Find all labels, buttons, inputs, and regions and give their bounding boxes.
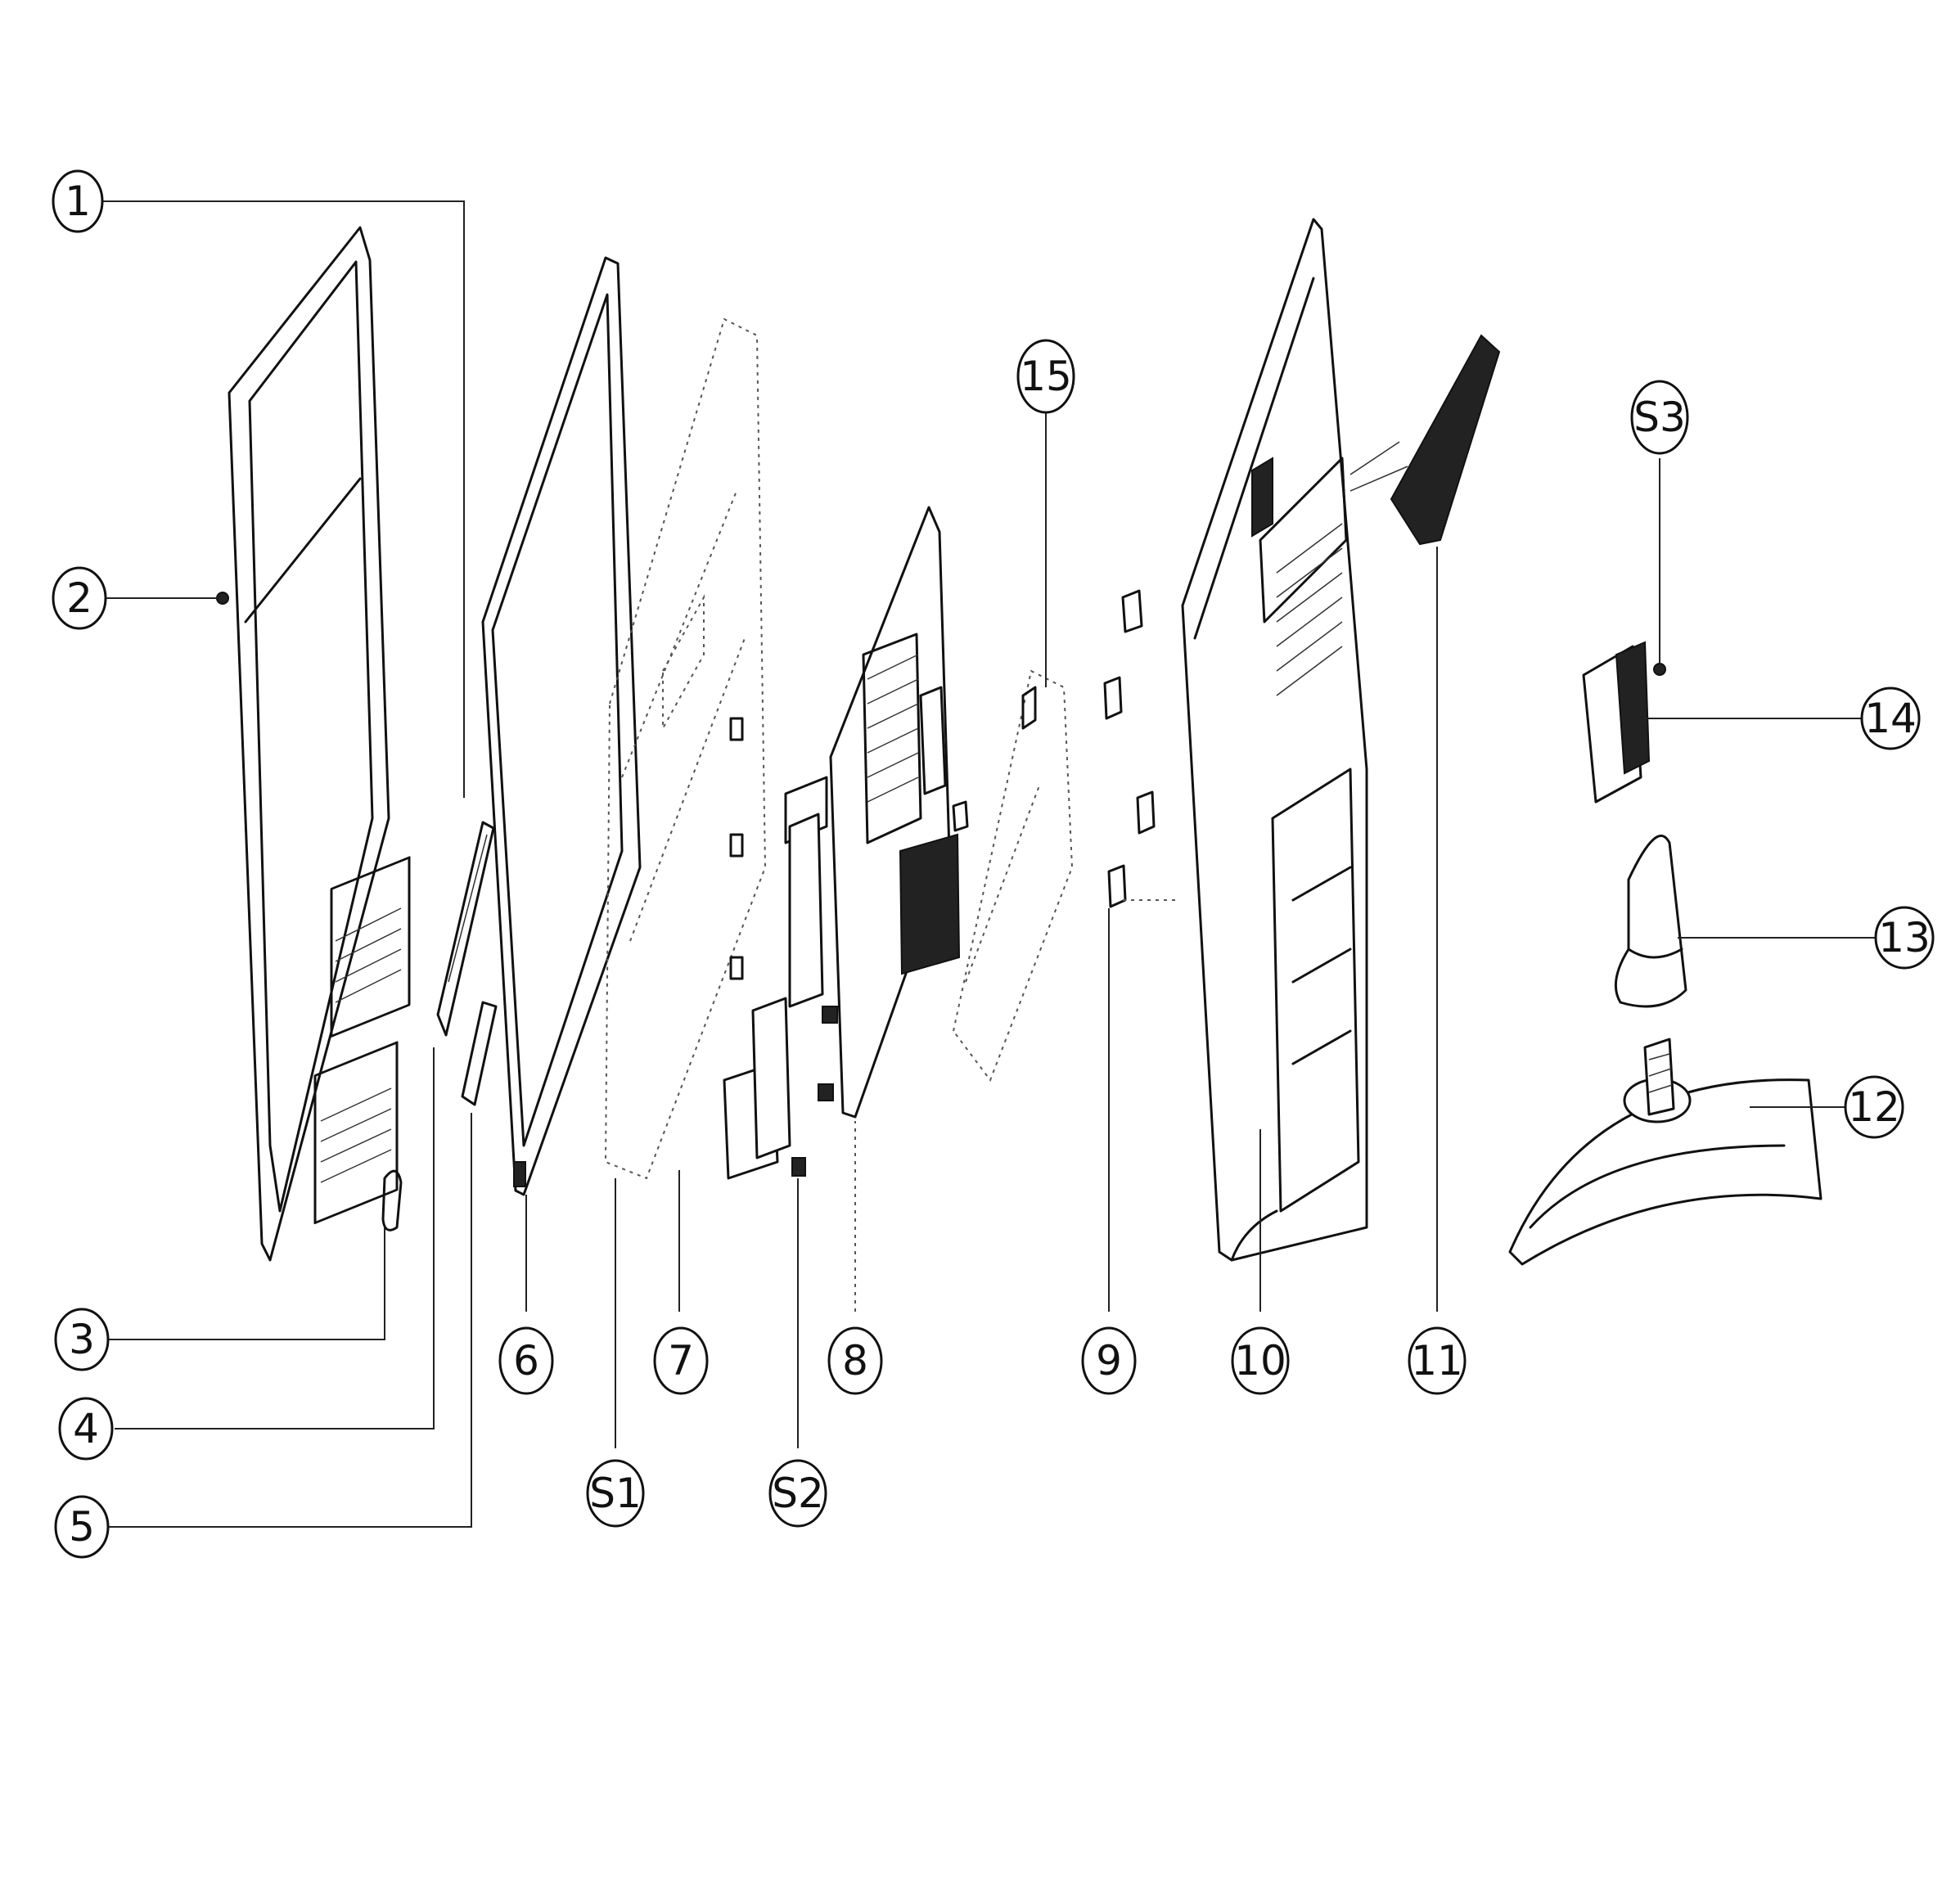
callout-6: 6 bbox=[498, 1326, 554, 1395]
callout-label-11: 11 bbox=[1411, 1337, 1463, 1384]
callout-label-1: 1 bbox=[65, 178, 91, 225]
part-main-board bbox=[723, 506, 969, 1180]
part-front-bezel bbox=[216, 226, 411, 1262]
part-neck-bracket bbox=[1582, 641, 1666, 804]
callout-label-2: 2 bbox=[66, 574, 92, 622]
callout-label-8: 8 bbox=[842, 1337, 868, 1384]
callout-3: 3 bbox=[54, 1308, 110, 1371]
callout-8: 8 bbox=[827, 1326, 883, 1395]
callout-11: 11 bbox=[1408, 1326, 1467, 1395]
callout-label-15: 15 bbox=[1020, 353, 1072, 400]
callout-15: 15 bbox=[1016, 339, 1075, 414]
callout-s1: S1 bbox=[586, 1459, 645, 1528]
callout-14: 14 bbox=[1860, 687, 1921, 750]
callout-4: 4 bbox=[58, 1397, 114, 1461]
part-backplate bbox=[604, 317, 767, 1180]
callout-label-s3: S3 bbox=[1633, 394, 1686, 441]
callout-label-4: 4 bbox=[73, 1405, 99, 1452]
leader-lines bbox=[102, 200, 1877, 1528]
callout-s2: S2 bbox=[768, 1459, 827, 1528]
part-io-board bbox=[952, 669, 1074, 1083]
callout-label-6: 6 bbox=[513, 1337, 539, 1384]
callout-s3: S3 bbox=[1630, 380, 1689, 455]
callout-label-7: 7 bbox=[668, 1337, 694, 1384]
callout-13: 13 bbox=[1874, 906, 1935, 970]
callout-label-3: 3 bbox=[69, 1316, 95, 1363]
part-small-key bbox=[381, 1169, 403, 1231]
part-back-cover bbox=[1181, 218, 1368, 1262]
callout-label-9: 9 bbox=[1096, 1337, 1122, 1384]
callout-label-13: 13 bbox=[1878, 914, 1931, 961]
part-stand-column bbox=[1614, 834, 1687, 1008]
callout-2: 2 bbox=[52, 566, 107, 630]
part-lcd-panel bbox=[481, 256, 642, 1196]
callout-5: 5 bbox=[54, 1495, 110, 1559]
part-hinges bbox=[1103, 589, 1156, 908]
callout-7: 7 bbox=[653, 1326, 709, 1395]
callout-label-s2: S2 bbox=[772, 1470, 824, 1517]
callout-12: 12 bbox=[1844, 1075, 1904, 1139]
callout-label-5: 5 bbox=[69, 1503, 95, 1551]
callout-9: 9 bbox=[1081, 1326, 1137, 1395]
callout-label-10: 10 bbox=[1234, 1337, 1286, 1384]
part-back-strip bbox=[1349, 334, 1501, 546]
part-slim-board-4 bbox=[436, 821, 495, 1037]
callout-label-14: 14 bbox=[1864, 695, 1917, 742]
callout-10: 10 bbox=[1231, 1326, 1290, 1395]
part-slim-board-5 bbox=[461, 1001, 498, 1106]
callout-label-s1: S1 bbox=[589, 1470, 642, 1517]
callout-1: 1 bbox=[52, 169, 104, 233]
part-stand-base bbox=[1508, 1038, 1823, 1266]
callout-label-12: 12 bbox=[1848, 1083, 1900, 1131]
